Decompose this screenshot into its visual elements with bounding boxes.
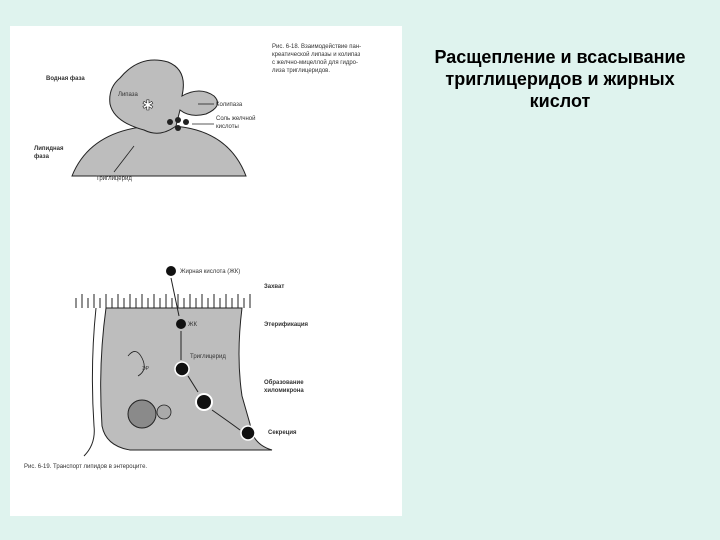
- transport-arrow: [187, 375, 199, 393]
- label-secretion: Секреция: [268, 430, 297, 436]
- label-lipase: Липаза: [118, 92, 139, 98]
- neighbor-cell-left: [83, 307, 97, 457]
- label-uptake: Захват: [264, 284, 284, 290]
- transport-arrow: [211, 409, 241, 431]
- slide-title-line: кислот: [529, 91, 591, 111]
- lipase-enzyme: [109, 59, 219, 134]
- label-triglyceride-top: Триглицерид: [96, 176, 132, 182]
- star-icon: ✱: [142, 97, 154, 113]
- label-bile-acid-1: Соль желчной: [216, 115, 255, 122]
- label-water-phase: Водная фаза: [46, 75, 85, 82]
- slide-title-line: триглицеридов и жирных: [445, 69, 675, 89]
- label-fa-short: ЖК: [188, 322, 198, 328]
- enterocyte-diagram: [75, 266, 273, 457]
- secretion-dot: [240, 425, 256, 441]
- caption-top-line: Рис. 6-18. Взаимодействие пан-: [272, 43, 361, 50]
- label-esterification: Этерификация: [264, 321, 309, 328]
- label-triglyceride-bottom: Триглицерид: [190, 354, 226, 360]
- caption-top-line: лиза триглицеридов.: [272, 68, 330, 74]
- micelle-dot: [167, 119, 173, 125]
- label-lipid-phase-1: Липидная: [34, 146, 64, 152]
- transport-arrow: [170, 277, 180, 317]
- golgi: [156, 404, 172, 420]
- fatty-acid-dot: [166, 266, 176, 276]
- label-colipase: Колипаза: [216, 102, 243, 108]
- lipase-diagram: ✱: [71, 59, 247, 177]
- caption-top: Рис. 6-18. Взаимодействие пан- креатичес…: [272, 43, 361, 74]
- micelle-dot: [175, 125, 181, 131]
- fatty-acid-dot-inner: [176, 319, 186, 329]
- er-membrane: [127, 351, 145, 377]
- triglyceride-dot: [174, 361, 190, 377]
- figure-panel: ✱ Рис. 6-18. Взаимодействие пан- креатич…: [10, 26, 402, 516]
- slide-title-line: Расщепление и всасывание: [434, 47, 686, 67]
- label-er: ЭР: [142, 366, 150, 372]
- label-bile-acid-2: кислоты: [216, 124, 239, 130]
- label-chylomicron-1: Образование: [264, 379, 304, 386]
- label-lipid-phase-2: фаза: [34, 153, 50, 160]
- figure-illustrations: ✱ Рис. 6-18. Взаимодействие пан- креатич…: [24, 43, 361, 470]
- microvilli-border: [75, 294, 251, 308]
- micelle-dot: [175, 117, 181, 123]
- nucleus: [127, 399, 157, 429]
- pointer-line: [113, 145, 135, 173]
- label-fatty-acid: Жирная кислота (ЖК): [180, 269, 240, 275]
- caption-top-line: креатической липазы и колипаз: [272, 51, 361, 58]
- label-chylomicron-2: хиломикрона: [264, 388, 304, 394]
- chylomicron-dot: [195, 393, 213, 411]
- caption-top-line: с желчно-мицеллой для гидро-: [272, 59, 358, 66]
- slide-title: Расщепление и всасывание триглицеридов и…: [415, 46, 705, 112]
- caption-bottom: Рис. 6-19. Транспорт липидов в энтероцит…: [24, 464, 147, 470]
- micelle-dot: [183, 119, 189, 125]
